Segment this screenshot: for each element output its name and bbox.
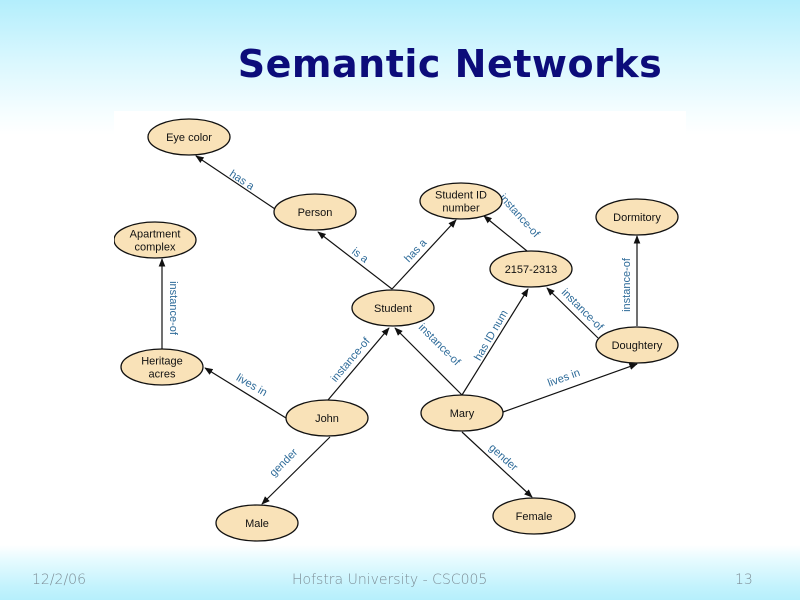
footer-date: 12/2/06 xyxy=(32,572,86,588)
edge-arrow-student-person xyxy=(317,231,393,290)
edge-arrow-john-heritage xyxy=(204,367,287,419)
node-ellipse xyxy=(215,504,299,542)
node-ellipse xyxy=(285,399,369,437)
node-label: Eye color xyxy=(166,132,212,144)
edge-label-dough-dorm: instance-of xyxy=(621,257,633,312)
node-eye-color: Eye color xyxy=(147,118,231,156)
node-label: Student ID xyxy=(435,190,487,202)
edge-label-john-heritage: lives in xyxy=(234,372,269,399)
edge-label-student-sid: has a xyxy=(402,236,430,265)
node-label: Heritage xyxy=(141,356,183,368)
edge-arrow-idval-sid xyxy=(483,215,528,252)
edge-arrow-john-male xyxy=(261,436,331,505)
node-ellipse xyxy=(273,193,357,231)
node-doughtery: Doughtery xyxy=(595,326,679,364)
edge-arrow-john-student xyxy=(327,327,390,401)
edge-arrow-person-eye xyxy=(195,155,276,210)
edge-label-person-eye: has a xyxy=(227,168,257,193)
slide-title: Semantic Networks xyxy=(237,42,663,86)
node-female: Female xyxy=(492,497,576,535)
node-label: acres xyxy=(149,369,176,381)
edge-label-mary-idval: has ID num xyxy=(472,308,511,363)
edge-label-heritage-apt: instance-of xyxy=(167,281,179,336)
node-ellipse xyxy=(113,221,197,259)
edge-label-john-student: instance-of xyxy=(329,335,373,385)
node-label: Doughtery xyxy=(612,340,663,352)
node-ellipse xyxy=(147,118,231,156)
edge-label-student-person: is a xyxy=(349,246,371,266)
node-ellipse xyxy=(351,289,435,327)
footer-page-number: 13 xyxy=(735,572,753,588)
edge-arrow-mary-student xyxy=(394,327,463,396)
node-ellipse xyxy=(120,348,204,386)
node-label: Person xyxy=(298,207,333,219)
node-label: complex xyxy=(135,242,176,254)
node-label: Male xyxy=(245,518,269,530)
node-john: John xyxy=(285,399,369,437)
node-label: Apartment xyxy=(130,229,181,241)
node-label: Mary xyxy=(450,408,475,420)
edge-label-john-male: gender xyxy=(268,446,301,479)
edge-arrow-mary-idval xyxy=(461,288,529,396)
node-ellipse xyxy=(595,198,679,236)
footer-institution: Hofstra University - CSC005 xyxy=(292,572,488,588)
node-person: Person xyxy=(273,193,357,231)
edge-arrow-student-sid xyxy=(391,219,457,290)
node-label: Female xyxy=(516,511,553,523)
edge-label-idval-sid: instance-of xyxy=(497,192,543,241)
node-ellipse xyxy=(420,394,504,432)
node-label: 2157-2313 xyxy=(505,264,558,276)
node-male: Male xyxy=(215,504,299,542)
edge-label-mary-female: gender xyxy=(486,442,520,474)
edge-label-mary-student: instance-of xyxy=(416,322,463,369)
node-label: Student xyxy=(374,303,412,315)
node-ellipse xyxy=(419,182,503,220)
semantic-network-diagram: has a is a has a instance-of instance-of inst… xyxy=(113,111,686,543)
node-ellipse xyxy=(595,326,679,364)
node-student: Student xyxy=(351,289,435,327)
node-label: John xyxy=(315,413,339,425)
edge-arrow-dough-idval xyxy=(546,287,599,339)
edge-arrow-mary-dough xyxy=(502,363,638,413)
node-label: number xyxy=(442,203,480,215)
node-dormitory: Dormitory xyxy=(595,198,679,236)
edge-label-dough-idval: instance-of xyxy=(559,287,606,334)
node-mary: Mary xyxy=(420,394,504,432)
edge-arrow-mary-female xyxy=(461,431,533,498)
node-id-value: 2157-2313 xyxy=(489,250,573,288)
node-label: Dormitory xyxy=(613,212,661,224)
node-ellipse xyxy=(492,497,576,535)
node-ellipse xyxy=(489,250,573,288)
